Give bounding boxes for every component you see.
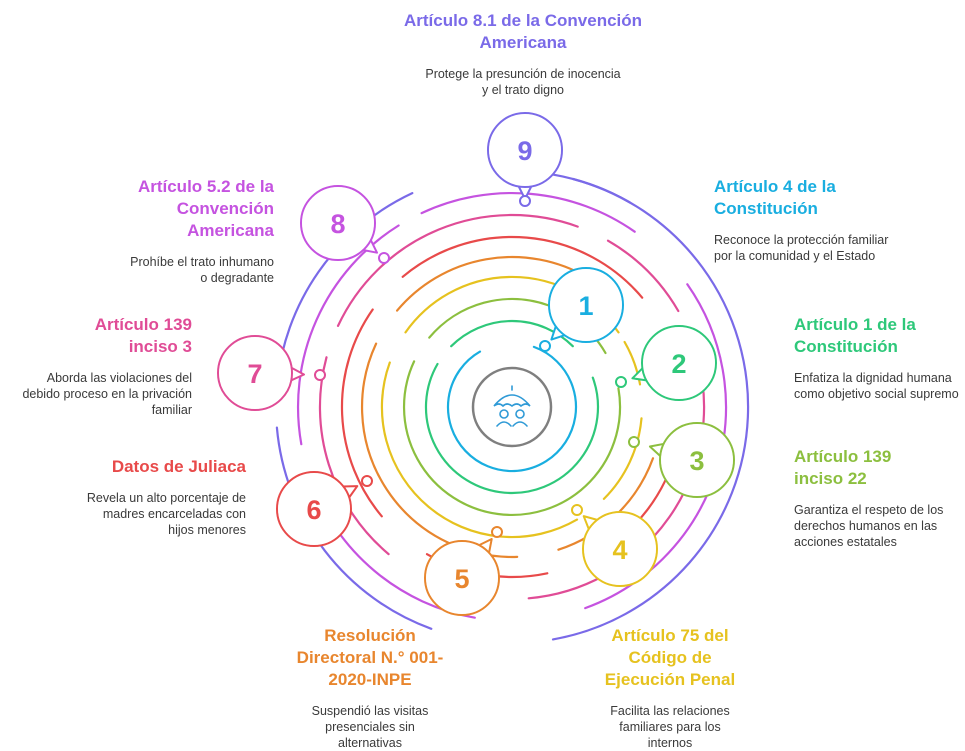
marker-1: 1	[548, 267, 624, 343]
item-2-title: Artículo 1 de la Constitución	[794, 315, 916, 356]
marker-9-fill	[489, 114, 561, 186]
marker-8-fill	[302, 187, 374, 259]
ring-7-arc-3	[336, 213, 579, 327]
marker-6-fill	[278, 473, 350, 545]
marker-5-number: 5	[454, 564, 469, 594]
marker-4: 4	[582, 511, 658, 587]
ring-1-arc-1	[446, 345, 578, 473]
marker-5-dot	[491, 526, 503, 538]
ring-4-arc-1	[602, 417, 643, 500]
item-3-title: Artículo 139 inciso 22	[794, 447, 892, 488]
item-4-desc: Facilita las relaciones familiares para …	[610, 704, 730, 750]
label-item-8: Artículo 5.2 de la Convención Americana …	[60, 176, 274, 286]
marker-2-fill	[643, 327, 715, 399]
marker-5: 5	[424, 538, 500, 616]
label-item-6: Datos de Juliaca Revela un alto porcenta…	[40, 456, 246, 538]
label-item-5: Resolución Directoral N.° 001-2020-INPE …	[290, 625, 450, 751]
marker-3-dot	[628, 436, 640, 448]
label-item-article4: Artículo 4 de la Constitución Reconoce l…	[714, 176, 924, 264]
ring-3-arc-1	[403, 360, 622, 517]
ring-9-arc-2	[275, 426, 433, 630]
ring-4-arc-2	[380, 361, 579, 539]
marker-1-dot	[539, 340, 551, 352]
ring-9-arc-1	[551, 177, 750, 641]
marker-7-fill	[219, 337, 291, 409]
marker-4-dot	[571, 504, 583, 516]
item-5-title: Resolución Directoral N.° 001-2020-INPE	[296, 626, 444, 689]
item-8-desc: Prohíbe el trato inhumano o degradante	[130, 255, 274, 285]
marker-9: 9	[487, 112, 563, 200]
item-3-desc: Garantiza el respeto de los derechos hum…	[794, 503, 944, 549]
item-7-title: Artículo 139 inciso 3	[94, 315, 192, 356]
marker-6: 6	[276, 471, 359, 547]
label-item-4: Artículo 75 del Código de Ejecución Pena…	[580, 625, 760, 751]
marker-5-fill	[426, 542, 498, 614]
ring-8-arc-4	[420, 191, 636, 233]
item-article4-desc: Reconoce la protección familiar por la c…	[714, 233, 889, 263]
item-article4-title: Artículo 4 de la Constitución	[714, 177, 836, 218]
marker-3-fill	[661, 424, 733, 496]
ring-7-arc-4	[606, 239, 680, 313]
ring-3-arc-2	[428, 297, 550, 339]
marker-8-dot	[378, 252, 390, 264]
ring-5-arc-3	[396, 255, 589, 312]
item-6-desc: Revela un alto porcentaje de madres enca…	[86, 491, 246, 537]
ring-6-arc-3	[340, 308, 383, 518]
label-item-7: Artículo 139 inciso 3 Aborda las violaci…	[20, 314, 192, 418]
label-item-3: Artículo 139 inciso 22 Garantiza el resp…	[794, 446, 962, 550]
item-4-title: Artículo 75 del Código de Ejecución Pena…	[604, 626, 736, 689]
marker-3-number: 3	[689, 446, 704, 476]
marker-7-dot	[314, 369, 326, 381]
item-6-title: Datos de Juliaca	[111, 457, 246, 476]
marker-6-number: 6	[306, 495, 321, 525]
marker-1-fill	[550, 269, 622, 341]
marker-6-dot	[361, 475, 373, 487]
ring-4-arc-4	[623, 340, 642, 386]
marker-9-dot	[519, 195, 531, 207]
family-umbrella-icon	[493, 385, 531, 427]
marker-9-number: 9	[517, 136, 532, 166]
item-9-desc: Protege la presunción de inocencia y el …	[425, 67, 621, 97]
marker-2-dot	[615, 376, 627, 388]
ring-2-arc-1	[424, 362, 600, 495]
label-item-9: Artículo 8.1 de la Convención Americana …	[388, 10, 658, 98]
item-9-title: Artículo 8.1 de la Convención Americana	[403, 11, 643, 52]
marker-7-number: 7	[247, 359, 262, 389]
item-8-title: Artículo 5.2 de la Convención Americana	[137, 177, 274, 240]
item-5-desc: Suspendió las visitas presenciales sin a…	[311, 704, 429, 750]
ring-6-arc-4	[401, 235, 644, 299]
marker-2-number: 2	[671, 349, 686, 379]
marker-8: 8	[300, 185, 378, 261]
label-item-2: Artículo 1 de la Constitución Enfatiza l…	[794, 314, 962, 402]
marker-2: 2	[631, 325, 717, 401]
marker-8-number: 8	[330, 209, 345, 239]
ring-7-arc-1	[527, 356, 706, 600]
ring-7-arc-2	[318, 356, 390, 556]
marker-4-number: 4	[612, 535, 627, 565]
item-7-desc: Aborda las violaciones del debido proces…	[22, 371, 192, 417]
marker-4-fill	[584, 513, 656, 585]
marker-1-number: 1	[578, 291, 593, 321]
ring-9-arc-4	[551, 173, 632, 204]
marker-3: 3	[648, 422, 735, 498]
item-2-desc: Enfatiza la dignidad humana como objetiv…	[794, 371, 959, 401]
numbered-markers: 1 2 3 4 5 6 7 8 9	[217, 112, 735, 616]
marker-7: 7	[217, 335, 305, 411]
